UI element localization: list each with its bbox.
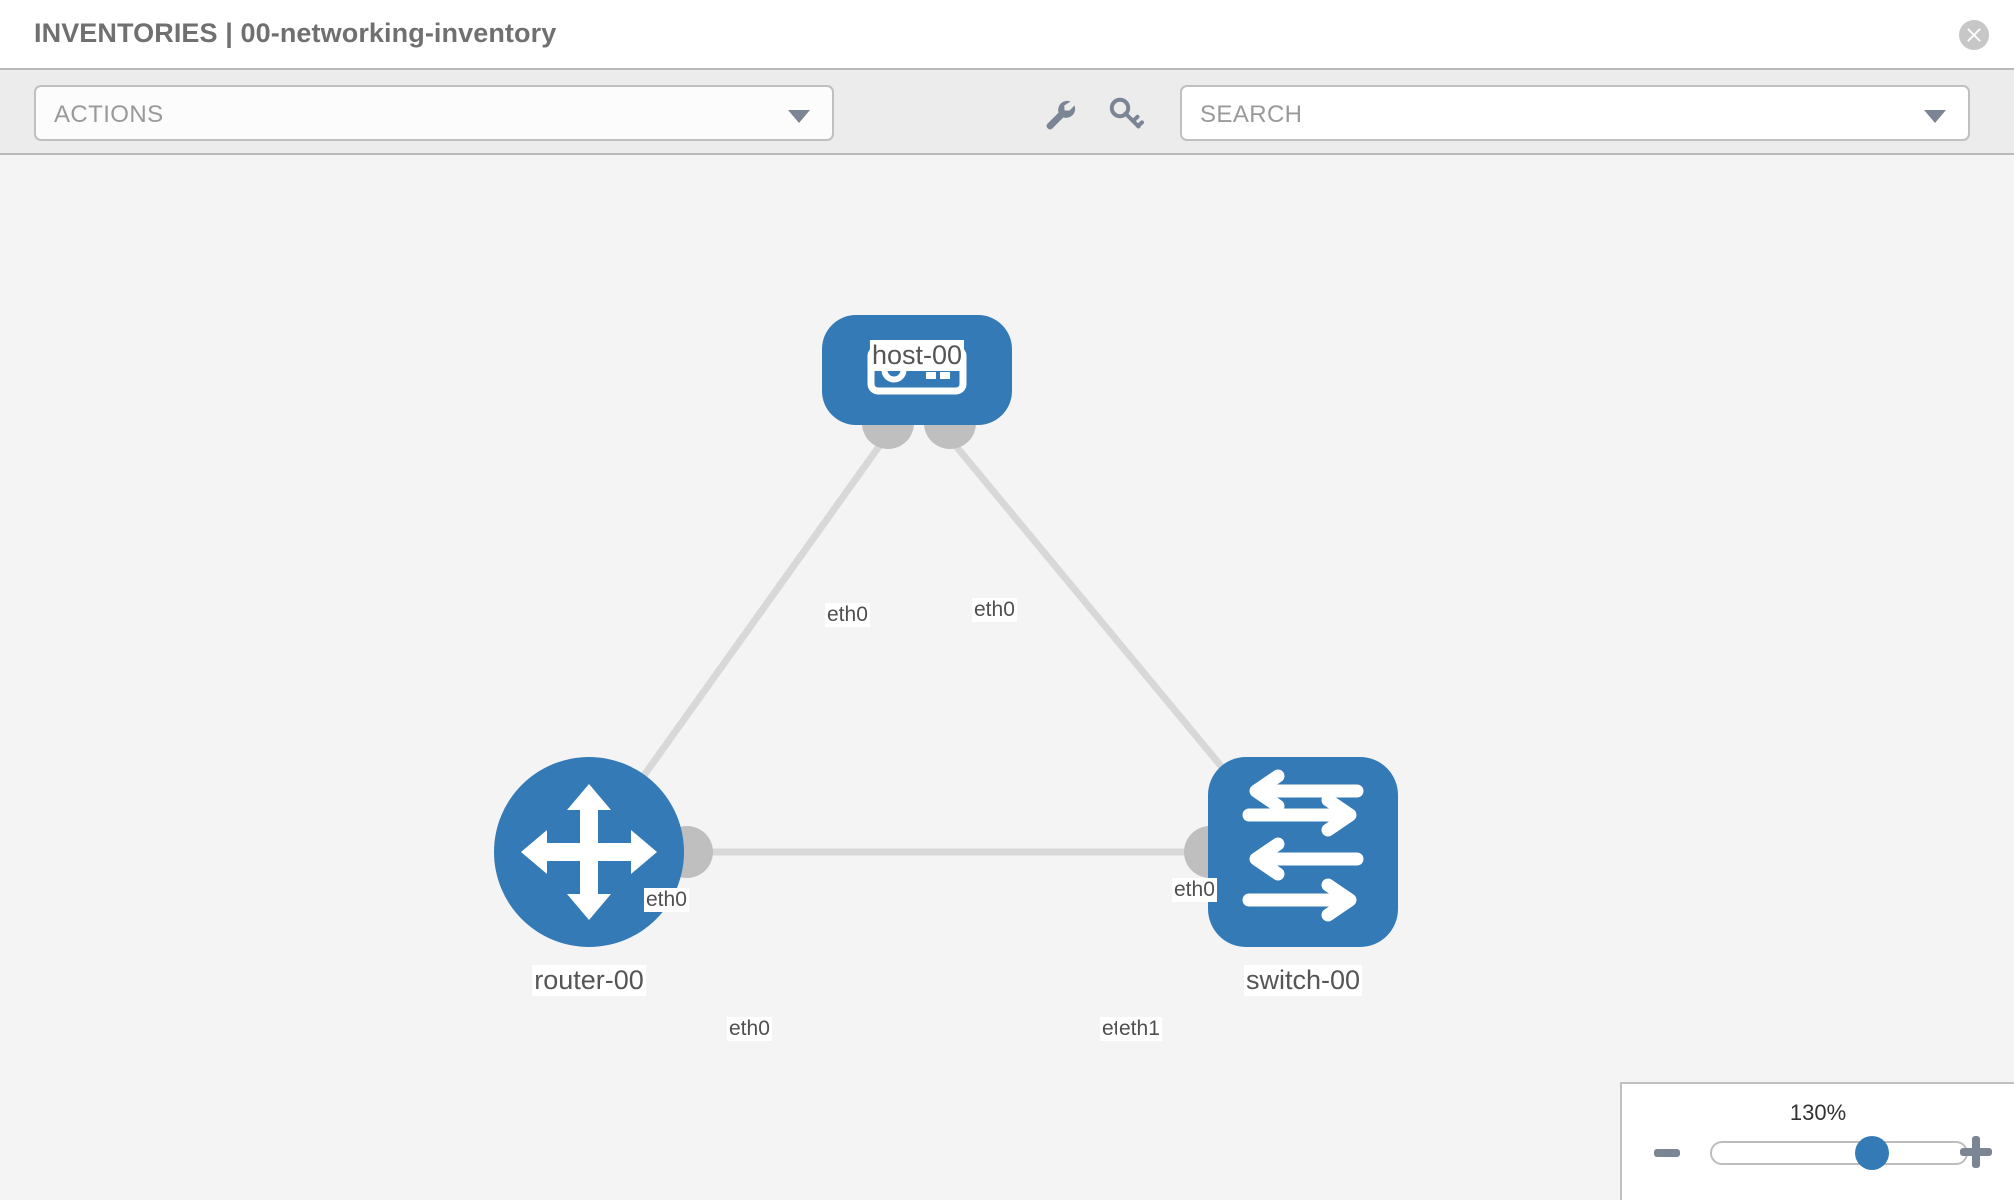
- search-placeholder: SEARCH: [1200, 101, 1303, 128]
- topology-links: [627, 442, 1248, 856]
- actions-dropdown[interactable]: ACTIONS: [34, 85, 834, 141]
- topology-ports: [661, 397, 1264, 878]
- iface-label: eth1: [1117, 1017, 1162, 1041]
- node-label-switch-00: switch-00: [1243, 965, 1363, 996]
- iface-label: eth0: [972, 598, 1017, 622]
- chevron-down-icon: [788, 110, 810, 123]
- iface-label: eth0: [825, 603, 870, 627]
- key-icon[interactable]: [1104, 92, 1148, 136]
- actions-dropdown-label: ACTIONS: [54, 101, 164, 128]
- zoom-percent-label: 130%: [1789, 1100, 1847, 1125]
- node-label-router-00: router-00: [532, 965, 646, 996]
- node-switch-00: [1208, 757, 1398, 947]
- chevron-down-icon: [1924, 110, 1946, 123]
- zoom-control-panel: 130%: [1620, 1082, 2014, 1200]
- search-input[interactable]: SEARCH: [1180, 85, 1970, 141]
- close-icon[interactable]: [1959, 20, 1989, 50]
- page-title: INVENTORIES | 00-networking-inventory: [34, 18, 557, 48]
- zoom-in-button[interactable]: [1960, 1136, 1992, 1168]
- zoom-slider-thumb[interactable]: [1854, 1136, 1889, 1170]
- toolbar: ACTIONS SEARCH: [0, 68, 2014, 155]
- wrench-icon[interactable]: [1037, 92, 1081, 136]
- zoom-slider[interactable]: [1710, 1136, 1968, 1170]
- iface-label: eth0: [1172, 878, 1217, 902]
- iface-label: eth0: [727, 1017, 772, 1041]
- zoom-out-button[interactable]: [1654, 1140, 1680, 1166]
- node-label-host-00: host-00: [869, 340, 965, 371]
- node-router-00: [494, 757, 684, 947]
- page-header: INVENTORIES | 00-networking-inventory: [0, 0, 2014, 68]
- iface-label: eth0: [644, 888, 689, 912]
- topology-canvas[interactable]: host-00 router-00 switch-00 eth0 eth0 et…: [0, 155, 2014, 1200]
